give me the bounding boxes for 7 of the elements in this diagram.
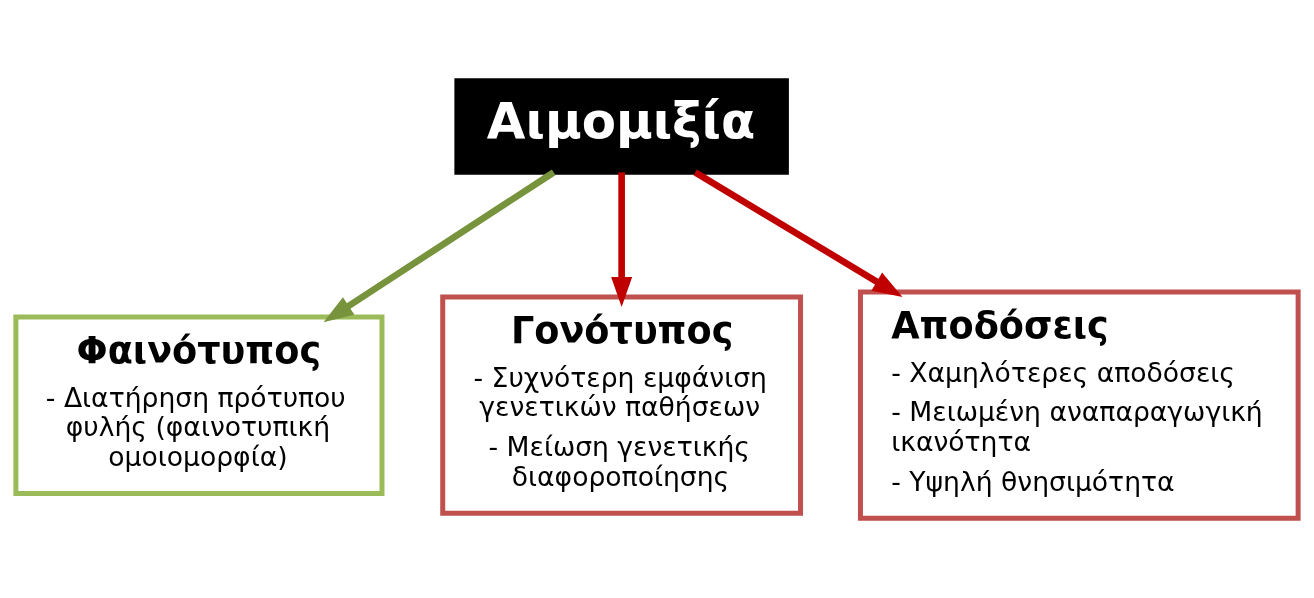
arrow	[693, 169, 903, 297]
node-box: Αιμομιξία	[454, 77, 789, 175]
arrow	[611, 171, 633, 307]
arrow	[323, 169, 556, 322]
node-box: Φαινότυπος - Διατήρηση πρότυπου φυλής (φαινοτυπική ομοιομορφία)	[13, 313, 385, 496]
node-box: Αποδόσεις - Χαμηλότερες αποδόσεις - Μειωμένη αναπαραγωγική ικανότητα - Υψηλή θνησιμότητα	[857, 289, 1301, 521]
node-box: Γονότυπος - Συχνότερη εμφάνιση γενετικών παθήσεων - Μείωση γενετικής διαφοροποίησης	[440, 294, 804, 516]
